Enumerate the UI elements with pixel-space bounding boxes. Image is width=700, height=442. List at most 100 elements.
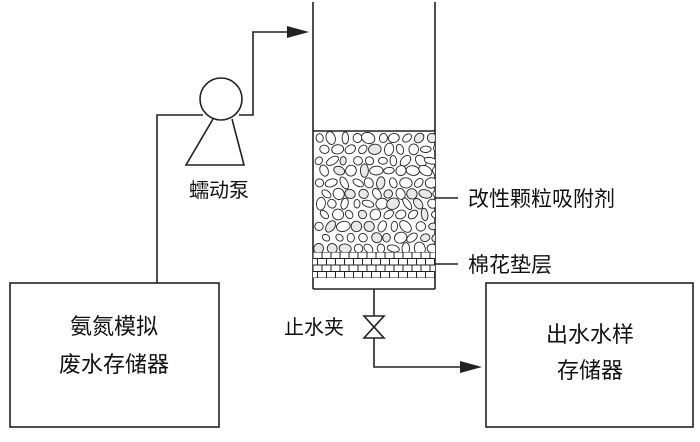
adsorbent-granule (333, 165, 346, 176)
adsorbent-granule (352, 133, 363, 143)
adsorbent-granule (314, 156, 323, 166)
adsorbent-granule (371, 232, 383, 244)
adsorbent-granule (414, 178, 424, 188)
pump-label: 蠕动泵 (189, 178, 249, 202)
adsorbent-granule (420, 207, 429, 222)
adsorbent-granule (353, 156, 363, 166)
inlet-pipe (156, 114, 203, 283)
adsorbent-granule (402, 133, 412, 143)
adsorbent-granule (432, 165, 435, 176)
adsorbent-granule (387, 133, 400, 143)
source-storage-label-line1: 氨氮模拟 (70, 315, 158, 340)
clamp-label: 止水夹 (284, 315, 344, 339)
adsorbent-granule (413, 197, 424, 210)
adsorbent-granule (350, 220, 363, 233)
adsorbent-granule (413, 241, 426, 252)
adsorbent-granule (406, 232, 418, 243)
adsorbent-label: 改性颗粒吸附剂 (468, 187, 615, 211)
adsorbent-granule (408, 143, 419, 156)
adsorbent-granule (353, 198, 361, 209)
adsorbent-granule (340, 197, 349, 210)
cotton-layer (313, 252, 435, 278)
adsorbent-granule (326, 155, 339, 166)
adsorbent-granule (338, 243, 352, 252)
pump-to-column-pipe (239, 31, 287, 116)
adsorbent-granule (423, 156, 435, 165)
adsorbent-granules (313, 131, 435, 252)
adsorbent-granule (321, 189, 332, 199)
adsorbent-granule (420, 233, 431, 243)
adsorbent-granule (427, 198, 435, 209)
adsorbent-granule (394, 231, 408, 244)
adsorbent-granule (327, 198, 337, 209)
outlet-storage-label-line1: 出水水样 (546, 323, 634, 348)
adsorbent-granule (433, 144, 435, 155)
adsorbent-granule (363, 243, 374, 252)
adsorbent-granule (358, 144, 368, 155)
adsorbent-granule (369, 208, 382, 221)
adsorbent-granule (336, 220, 351, 232)
adsorbent-granule (407, 209, 419, 220)
adsorbent-granule (395, 209, 407, 220)
adsorbent-granule (389, 155, 398, 167)
adsorbent-granule (382, 232, 391, 243)
adsorbent-granule (378, 156, 388, 165)
adsorbent-granule (369, 165, 384, 176)
outlet-storage-box (485, 282, 694, 428)
adsorbent-granule (383, 166, 395, 175)
adsorbent-granule (332, 187, 345, 200)
adsorbent-granule (319, 144, 330, 154)
adsorbent-granule (325, 220, 337, 233)
adsorbent-granule (418, 164, 433, 177)
adsorbent-granule (345, 164, 357, 177)
flow-arrow-icon (460, 361, 482, 373)
adsorbent-granule (426, 243, 435, 252)
adsorbent-granule (415, 221, 427, 232)
adsorbent-granule (344, 144, 356, 155)
adsorbent-granule (376, 243, 386, 252)
adsorbent-granule (359, 163, 369, 178)
adsorbent-granule (383, 209, 394, 220)
adsorbent-granule (420, 145, 432, 153)
adsorbent-granule (335, 233, 344, 242)
adsorbent-granule (386, 244, 400, 252)
adsorbent-granule (314, 178, 325, 188)
adsorbent-granule (339, 156, 347, 166)
adsorbent-granule (331, 144, 345, 155)
adsorbent-granule (406, 188, 418, 200)
outlet-storage-label-line2: 存储器 (557, 359, 623, 384)
adsorbent-granule (319, 164, 329, 177)
adsorbent-granule (339, 176, 349, 190)
adsorbent-granule (325, 131, 336, 145)
adsorbent-granule (315, 196, 326, 211)
adsorbent-granule (413, 132, 425, 144)
adsorbent-granule (424, 177, 435, 189)
adsorbent-granule (346, 232, 355, 243)
adsorbent-granule (399, 220, 412, 233)
adsorbent-granule (395, 143, 405, 155)
adsorbent-granule (383, 142, 395, 156)
adsorbent-granule (376, 176, 386, 190)
adsorbent-granule (352, 178, 364, 188)
adsorbent-granule (313, 243, 324, 252)
adsorbent-granule (395, 165, 407, 177)
adsorbent-granule (321, 233, 331, 242)
cotton-label: 棉花垫层 (468, 253, 552, 277)
adsorbent-granule (426, 132, 435, 144)
adsorbent-granule (353, 243, 364, 252)
adsorbent-granule (363, 220, 375, 232)
outlet-pipe-lower (373, 338, 460, 368)
adsorbent-granule (363, 177, 374, 189)
adsorbent-granule (324, 178, 338, 188)
adsorbent-granule (358, 233, 368, 243)
adsorbent-granule (361, 199, 375, 208)
adsorbent-granule (345, 209, 354, 220)
adsorbent-granule (361, 131, 376, 145)
adsorbent-granule (319, 209, 329, 220)
adsorbent-granule (402, 197, 413, 210)
adsorbent-granule (326, 243, 338, 252)
source-storage-label-line2: 废水存储器 (59, 353, 169, 378)
adsorbent-granule (358, 188, 369, 199)
